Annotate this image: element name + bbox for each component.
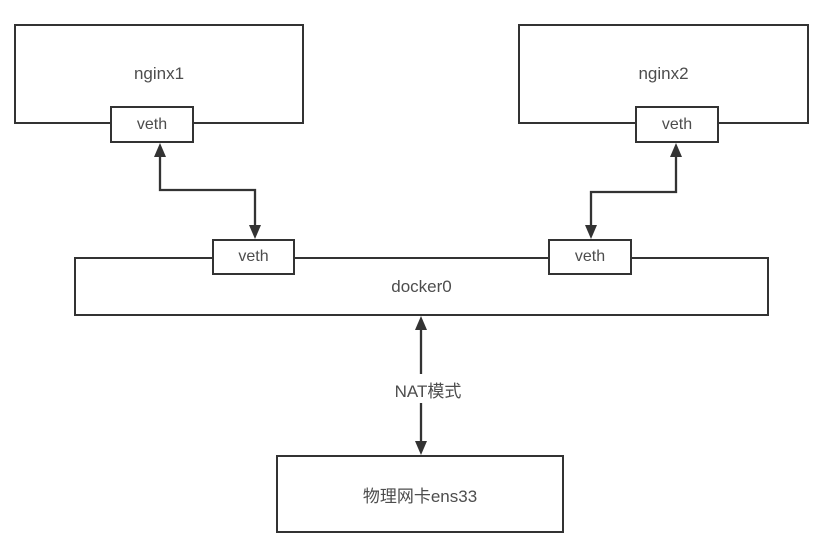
connector-nginx1-docker0 [158, 151, 257, 227]
arrowhead-down-nat-icon [415, 441, 427, 455]
node-veth-docker0-left: veth [212, 239, 295, 275]
node-veth-nginx1: veth [110, 106, 194, 143]
node-physical-nic: 物理网卡ens33 [276, 455, 564, 533]
arrowhead-down-right-icon [585, 225, 597, 239]
node-docker0-label: docker0 [391, 276, 452, 296]
arrowhead-up-right-icon [670, 143, 682, 157]
node-nginx2-label: nginx2 [638, 64, 689, 83]
arrowhead-up-left-icon [154, 143, 166, 157]
nat-edge-label: NAT模式 [391, 377, 465, 402]
node-veth-docker0-right-label: veth [574, 248, 606, 265]
arrowhead-down-left-icon [249, 225, 261, 239]
node-veth-nginx2-label: veth [661, 115, 693, 133]
node-nginx1-label: nginx1 [133, 64, 185, 83]
node-docker0: docker0 [74, 257, 769, 316]
node-veth-nginx2: veth [635, 106, 719, 143]
node-veth-docker0-left-label: veth [238, 248, 269, 265]
arrowhead-up-nat-icon [415, 316, 427, 330]
node-veth-nginx1-label: veth [136, 115, 168, 133]
node-veth-docker0-right: veth [548, 239, 632, 275]
node-physical-nic-label: 物理网卡ens33 [362, 486, 478, 506]
connector-nginx2-docker0 [589, 151, 678, 227]
